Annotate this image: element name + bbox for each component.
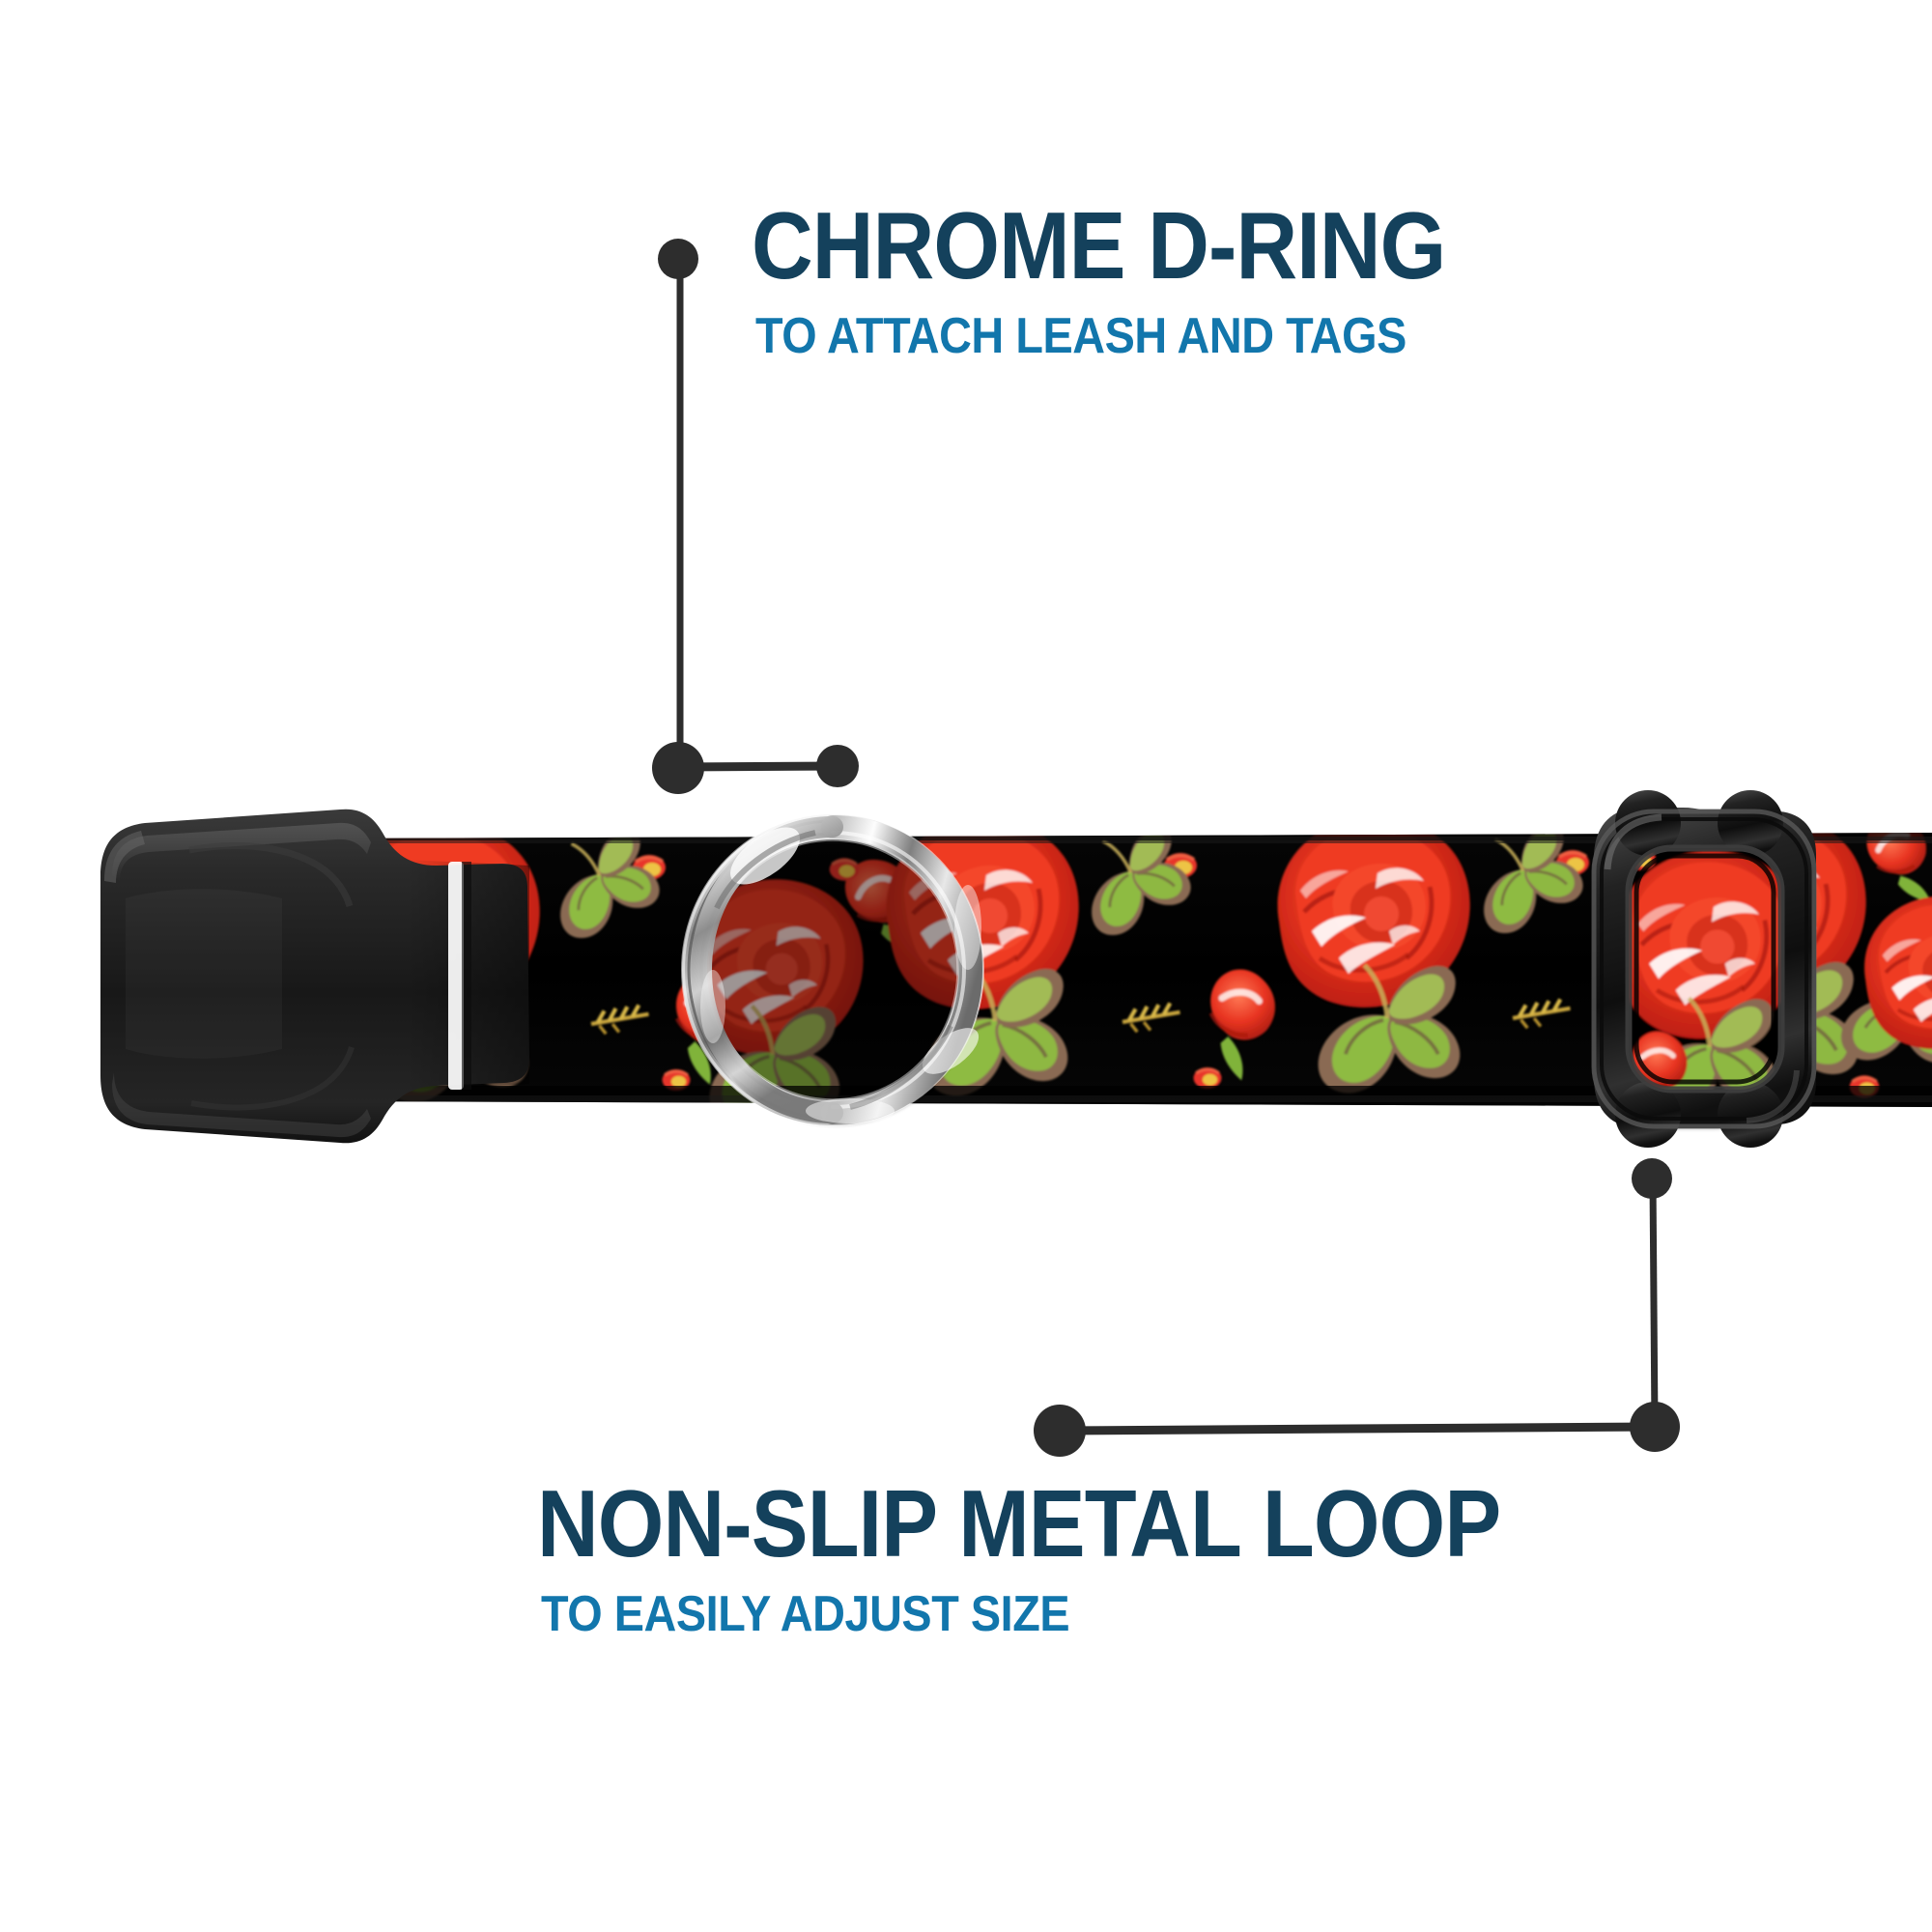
- side-release-buckle: [100, 809, 529, 1144]
- leader-elbow-dot: [652, 742, 704, 794]
- leader-anchor-dot: [1632, 1158, 1672, 1199]
- leader-non-slip-metal-loop: [1034, 1158, 1680, 1457]
- non-slip-metal-loop-subtitle: TO EASILY ADJUST SIZE: [541, 1586, 1070, 1642]
- leader-target-dot: [1034, 1405, 1086, 1457]
- chrome-d-ring-subtitle: TO ATTACH LEASH AND TAGS: [755, 308, 1406, 364]
- leader-anchor-dot: [658, 239, 698, 279]
- leader-horizontal-segment: [677, 761, 839, 772]
- leader-elbow-dot: [1630, 1402, 1680, 1452]
- leader-horizontal-segment: [1060, 1422, 1657, 1435]
- chrome-d-ring-title: CHROME D-RING: [752, 192, 1446, 298]
- chrome-d-ring: [681, 813, 984, 1126]
- collar-webbing: [319, 833, 1932, 1107]
- leader-target-dot: [816, 745, 859, 787]
- non-slip-metal-loop-title: NON-SLIP METAL LOOP: [537, 1470, 1501, 1577]
- slider-metal-loop: [1591, 790, 1817, 1148]
- leader-vertical-segment: [1649, 1178, 1659, 1429]
